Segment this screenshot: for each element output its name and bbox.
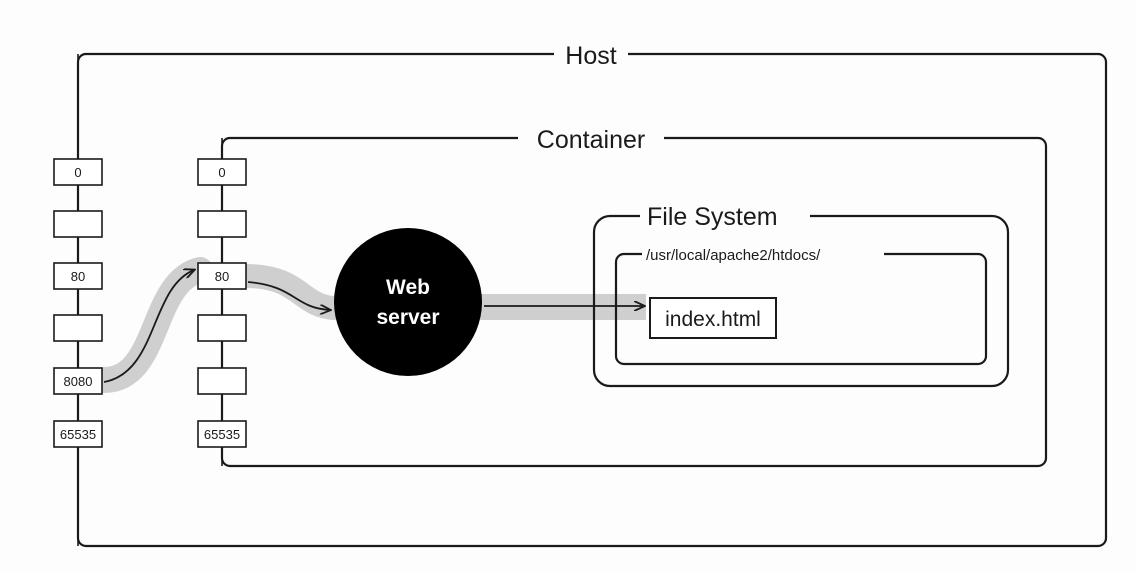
host-port-box	[53, 367, 103, 395]
host-port-box	[53, 314, 103, 342]
host-to-container-highlight	[91, 257, 213, 393]
container-label: Container	[537, 126, 645, 154]
container-port-box	[197, 158, 247, 186]
host-port-box	[53, 210, 103, 238]
container-port-label: 0	[218, 165, 225, 180]
web-server-label-line2: server	[376, 306, 439, 329]
container-port-box	[197, 420, 247, 448]
host-port-box	[53, 262, 103, 290]
container-port-box	[197, 367, 247, 395]
web-server-label-line1: Web	[386, 276, 430, 299]
file-box	[649, 297, 777, 339]
host-label-bg	[554, 38, 628, 72]
host-port-box	[53, 158, 103, 186]
file-system-label: File System	[647, 203, 778, 231]
container-port-label: 65535	[204, 427, 240, 442]
port-to-server-highlight	[234, 264, 346, 320]
directory-label-bg	[642, 244, 884, 264]
host-port-label: 8080	[64, 374, 93, 389]
host-to-container-arrow	[103, 270, 194, 383]
container-port-label: 80	[215, 269, 229, 284]
container-port-box	[197, 314, 247, 342]
host-port-label: 80	[71, 269, 85, 284]
host-label: Host	[565, 42, 616, 70]
container-port-list: 0 80 65535	[197, 138, 247, 466]
directory-label: /usr/local/apache2/htdocs/	[646, 247, 821, 264]
port-to-server-arrow	[247, 281, 330, 310]
file-system-label-bg	[640, 200, 810, 232]
container-label-bg	[518, 122, 664, 156]
host-port-label: 0	[74, 165, 81, 180]
container-port-box	[197, 262, 247, 290]
host-port-label: 65535	[60, 427, 96, 442]
server-to-file-highlight	[476, 294, 646, 320]
container-port-box	[197, 210, 247, 238]
host-port-box	[53, 420, 103, 448]
file-label: index.html	[665, 308, 761, 331]
web-server-node	[334, 228, 482, 376]
